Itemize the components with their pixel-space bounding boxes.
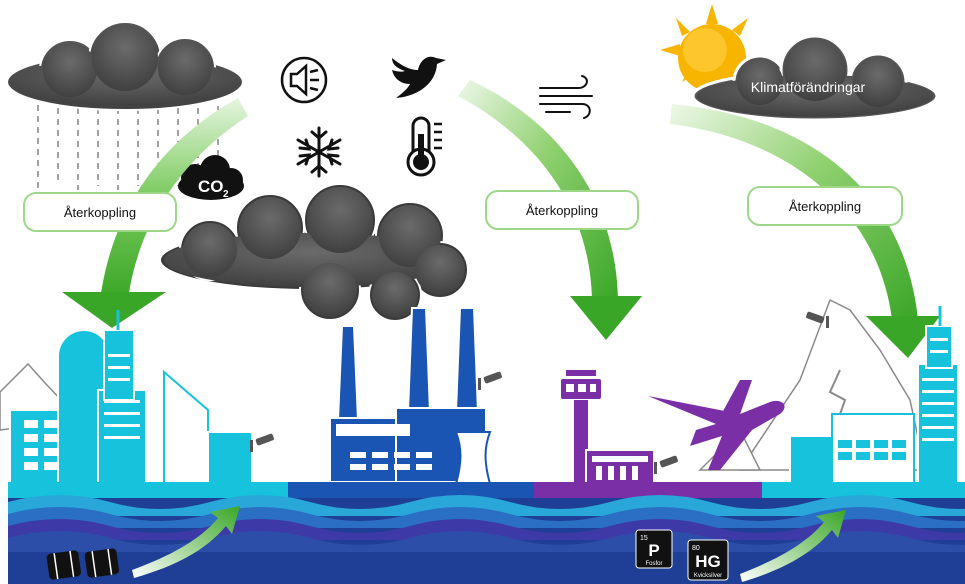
sun-icon — [660, 4, 748, 92]
feedback-label-middle: Återkoppling — [485, 190, 639, 230]
feedback-arrow-right — [670, 104, 940, 358]
phosphorus-element-tile: 15 P Fosfor — [635, 529, 673, 569]
co2-label: CO — [198, 177, 224, 196]
thermometer-icon — [406, 116, 442, 177]
city-buildings — [9, 310, 253, 495]
co2-subscript: 2 — [223, 189, 229, 200]
ocean-waves — [8, 495, 965, 584]
noise-speaker-icon — [280, 56, 328, 104]
smoke-cloud — [159, 183, 469, 322]
mercury-element-tile: 80 HG Kvicksilver — [687, 539, 729, 581]
svg-text:Återkoppling: Återkoppling — [526, 203, 598, 218]
pollution-arrow-left — [132, 506, 240, 578]
svg-text:15: 15 — [640, 535, 648, 542]
svg-text:Återkoppling: Återkoppling — [789, 199, 861, 214]
airplane-icon — [648, 380, 785, 470]
surveillance-camera-icon — [250, 311, 829, 474]
svg-text:HG: HG — [695, 552, 721, 571]
feedback-arrow-left — [62, 98, 248, 328]
climate-change-cloud: Klimatförändringar — [691, 34, 939, 122]
co2-cloud-icon: CO 2 — [178, 155, 244, 200]
factory — [329, 307, 492, 485]
pollution-arrow-right — [740, 510, 846, 582]
airport — [559, 370, 655, 485]
oil-barrels-icon — [46, 548, 119, 580]
rain-cloud-icon — [6, 21, 244, 190]
svg-text:Kvicksilver: Kvicksilver — [694, 573, 722, 579]
harbor-buildings — [789, 306, 959, 487]
climate-change-label: Klimatförändringar — [751, 79, 866, 95]
wind-icon — [539, 75, 593, 119]
snowflake-icon — [296, 126, 342, 178]
svg-text:Fosfor: Fosfor — [645, 561, 662, 567]
bird-icon — [392, 56, 446, 98]
feedback-label-left: Återkoppling — [23, 192, 177, 232]
svg-text:P: P — [648, 541, 659, 560]
svg-text:80: 80 — [692, 545, 700, 552]
feedback-label-right: Återkoppling — [747, 186, 903, 226]
svg-text:Återkoppling: Återkoppling — [64, 205, 136, 220]
